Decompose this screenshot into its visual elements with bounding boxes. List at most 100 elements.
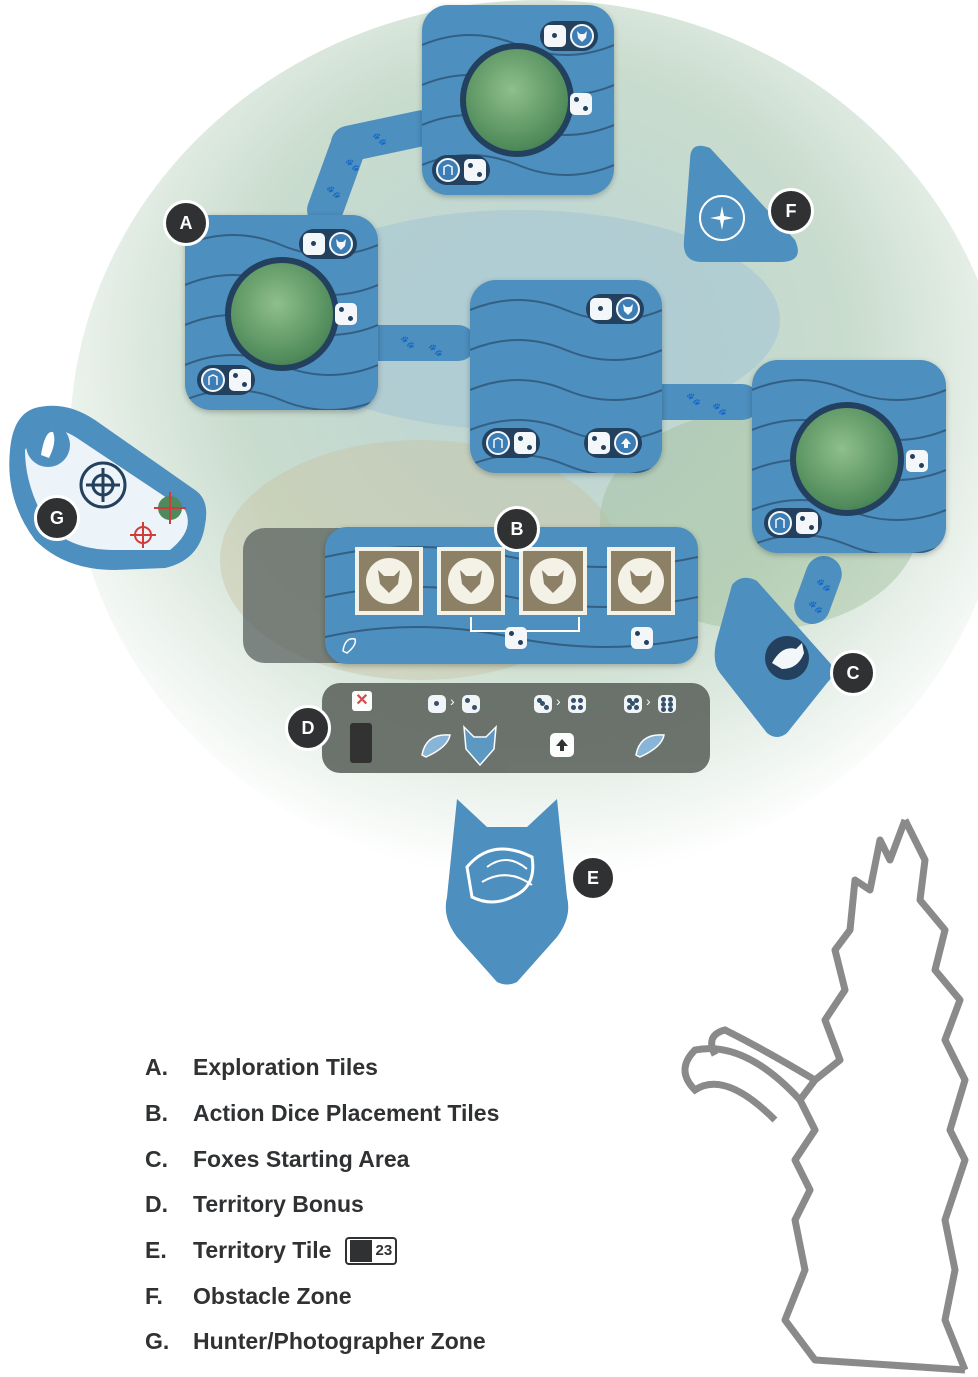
fox-card-2 (437, 547, 505, 615)
book-icon (350, 1240, 372, 1262)
die-icon (544, 25, 566, 47)
fox-tail-illustration (665, 800, 978, 1377)
shelter-icon (201, 368, 225, 392)
legend-letter: D. (145, 1191, 193, 1218)
label-a: A (163, 200, 209, 246)
label-d: D (285, 705, 331, 751)
die-icon (906, 450, 928, 472)
territory-bonus-panel: ✕ › › › (322, 683, 710, 773)
rulebook-page-number: 23 (375, 1242, 392, 1259)
paw-icon: 🐾 (326, 185, 341, 199)
fox-head-icon (618, 558, 664, 604)
hunter-photographer-zone (5, 400, 210, 575)
forest-area (460, 43, 574, 157)
die-icon (534, 695, 552, 713)
black-piece-icon (350, 723, 372, 763)
fox-card-1 (355, 547, 423, 615)
legend-letter: A. (145, 1054, 193, 1081)
territory-tile (432, 797, 582, 987)
forest-area (225, 257, 339, 371)
exploration-tile-a (185, 215, 378, 410)
legend-item: F.Obstacle Zone (145, 1273, 499, 1319)
path-a-b (376, 325, 476, 361)
label-c: C (830, 650, 876, 696)
die-icon (229, 369, 251, 391)
exploration-tile-right (752, 360, 946, 553)
shelter-die-chip (482, 428, 540, 458)
forest-area (790, 402, 904, 516)
chevron-icon: › (646, 693, 651, 709)
shelter-icon (768, 511, 792, 535)
die-icon (658, 695, 676, 713)
tail-icon (418, 727, 454, 759)
rulebook-reference: 23 (345, 1237, 397, 1265)
die-icon (505, 627, 527, 649)
die-icon (335, 303, 357, 325)
label-b: B (494, 506, 540, 552)
path-mid-right (660, 384, 760, 420)
paw-icon: 🐾 (712, 402, 727, 416)
legend-item: C.Foxes Starting Area (145, 1136, 499, 1182)
die-icon (590, 298, 612, 320)
legend-list: A.Exploration Tiles B.Action Dice Placem… (145, 1045, 499, 1365)
legend-letter: G. (145, 1328, 193, 1355)
paw-icon: 🐾 (345, 158, 360, 172)
shelter-die-chip (432, 155, 490, 185)
shelter-icon (436, 158, 460, 182)
legend-item: A.Exploration Tiles (145, 1045, 499, 1091)
foxes-starting-area (712, 573, 837, 741)
legend-item: E.Territory Tile 23 (145, 1228, 499, 1274)
legend-letter: C. (145, 1146, 193, 1173)
die-icon (624, 695, 642, 713)
red-x-icon: ✕ (352, 691, 372, 711)
legend-item: B.Action Dice Placement Tiles (145, 1091, 499, 1137)
die-icon (428, 695, 446, 713)
die-icon (303, 233, 325, 255)
legend-text: Hunter/Photographer Zone (193, 1328, 486, 1355)
label-g: G (34, 495, 80, 541)
fox-die-chip (299, 229, 357, 259)
arrow-up-icon (550, 733, 574, 757)
die-icon (588, 432, 610, 454)
die-icon (796, 512, 818, 534)
legend-text: Action Dice Placement Tiles (193, 1100, 499, 1127)
die-icon (462, 695, 480, 713)
die-arrow-chip (584, 428, 642, 458)
fox-head-icon (448, 558, 494, 604)
exploration-tile-middle (470, 280, 662, 473)
label-e: E (570, 855, 616, 901)
die-icon (631, 627, 653, 649)
paw-icon: 🐾 (400, 335, 415, 349)
fox-head-icon (329, 232, 353, 256)
chevron-icon: › (450, 693, 455, 709)
die-icon (464, 159, 486, 181)
die-icon (568, 695, 586, 713)
tail-icon (632, 727, 668, 759)
fox-die-chip (586, 294, 644, 324)
legend-letter: F. (145, 1283, 193, 1310)
legend-text: Obstacle Zone (193, 1283, 351, 1310)
fox-head-icon (530, 558, 576, 604)
fox-card-4 (607, 547, 675, 615)
arrow-up-icon (614, 431, 638, 455)
shelter-icon (486, 431, 510, 455)
fox-head-icon (366, 558, 412, 604)
legend-letter: E. (145, 1237, 193, 1264)
legend-item: G.Hunter/Photographer Zone (145, 1319, 499, 1365)
exploration-tile-top (422, 5, 614, 195)
fox-head-icon (616, 297, 640, 321)
die-icon (514, 432, 536, 454)
paw-icon: 🐾 (428, 343, 443, 357)
label-f: F (768, 188, 814, 234)
paw-icon: 🐾 (686, 392, 701, 406)
paw-icon: 🐾 (372, 132, 387, 146)
legend-text: Territory Tile (193, 1237, 331, 1264)
die-icon (570, 93, 592, 115)
legend-text: Territory Bonus (193, 1191, 364, 1218)
fox-card-3 (519, 547, 587, 615)
legend-text: Foxes Starting Area (193, 1146, 409, 1173)
fox-die-chip (540, 21, 598, 51)
tail-icon (339, 633, 361, 655)
fox-head-icon (460, 723, 500, 767)
fox-head-icon (570, 24, 594, 48)
